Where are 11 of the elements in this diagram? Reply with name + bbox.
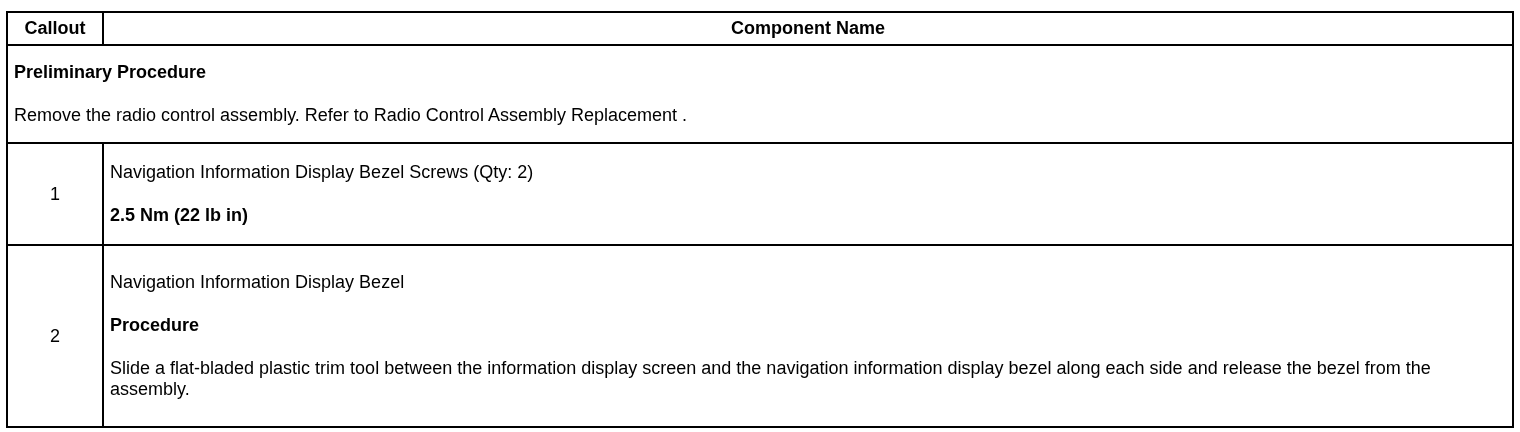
component-name: Navigation Information Display Bezel Screws (Qty: 2) bbox=[110, 162, 535, 183]
column-header: Component Name bbox=[730, 18, 886, 39]
component-name: Navigation Information Display Bezel bbox=[110, 272, 406, 293]
torque-spec: 2.5 Nm (22 lb in) bbox=[110, 205, 250, 226]
instruction-text: Remove the radio control assembly. Refer to Radio Control Assembly Replacement . bbox=[14, 105, 688, 126]
procedure-text: Slide a flat-bladed plastic trim tool between the information display screen and the navigation information display bezel along each side and release the bezel from the assembly. bbox=[110, 358, 1432, 400]
callout-number: 1 bbox=[49, 183, 61, 205]
callout-number: 2 bbox=[49, 325, 61, 347]
section-heading: Preliminary Procedure bbox=[14, 62, 208, 83]
step-heading: Procedure bbox=[110, 315, 201, 336]
column-header: Callout bbox=[23, 18, 87, 39]
